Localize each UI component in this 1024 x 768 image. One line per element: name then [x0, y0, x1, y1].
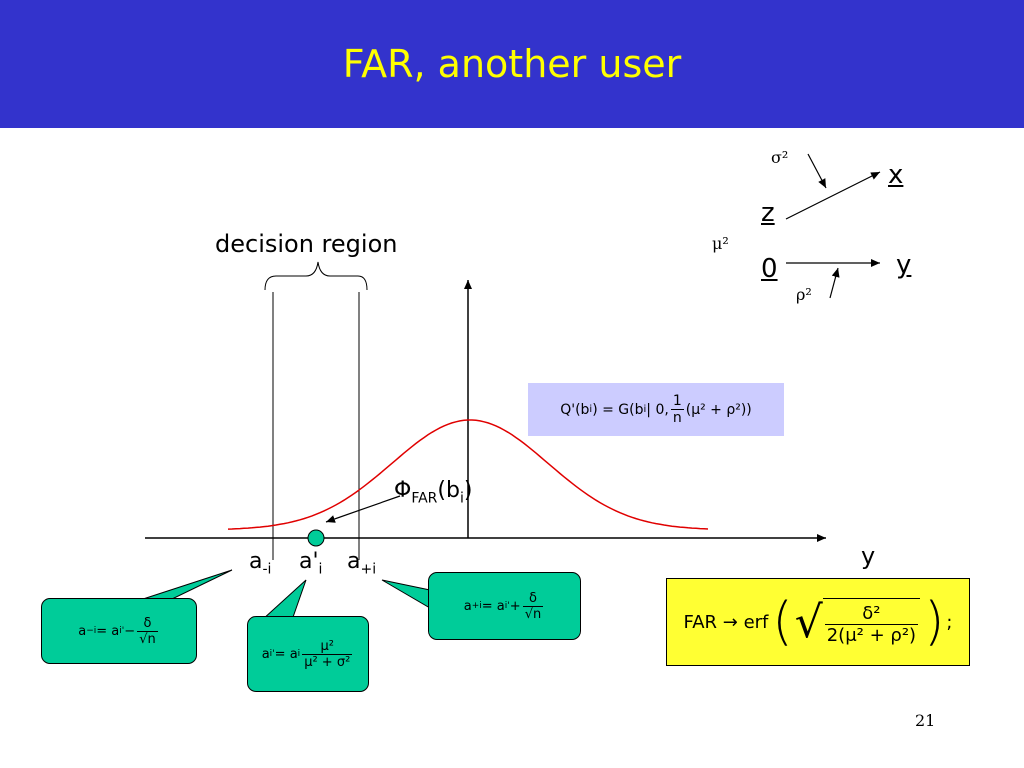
- a-minus-i-label: a-i: [249, 549, 271, 577]
- y-axis-label: y: [861, 542, 876, 570]
- br-num: δ: [522, 591, 544, 607]
- bl-eq-sub: i: [119, 626, 122, 636]
- q-num: 1: [670, 393, 684, 410]
- bl-lhs: a: [78, 623, 87, 639]
- bl-den: √n: [139, 631, 156, 647]
- br-fraction: δ√n: [522, 591, 544, 622]
- br-plus: +: [509, 598, 521, 614]
- bl-minus: −: [124, 623, 136, 639]
- bm-eq-sub: i: [297, 649, 301, 659]
- sigma-squared-label: σ²: [771, 148, 789, 167]
- far-right-paren: ): [924, 592, 945, 652]
- a-prime-dot: [307, 529, 325, 547]
- a-prime-sub: i: [318, 561, 323, 578]
- a-prime-base: a': [299, 549, 319, 574]
- far-end: ;: [946, 611, 953, 633]
- q-tail: (μ² + ρ²)): [685, 401, 752, 418]
- gaussian-curve: [227, 419, 709, 530]
- bm-num: μ²: [302, 639, 353, 655]
- br-eq-sup: ': [507, 601, 510, 611]
- far-den: 2(μ² + ρ²): [826, 625, 917, 646]
- bm-den: μ² + σ²: [304, 654, 351, 670]
- q-den: n: [672, 410, 682, 426]
- phi-arg-sub: i: [459, 490, 464, 507]
- bm-lhs-sub: i: [269, 649, 273, 659]
- phi-close: ): [463, 478, 473, 503]
- phi-sub: FAR: [411, 490, 438, 507]
- bubble-mid-tail: [260, 579, 307, 621]
- phi-arrow: [325, 495, 401, 523]
- sigma-arrow: [807, 153, 827, 189]
- page-number: 21: [915, 711, 936, 730]
- bl-lhs-sub: −i: [86, 626, 97, 636]
- phi-arg: (b: [437, 478, 460, 503]
- mu-squared-label: μ²: [712, 234, 729, 253]
- bubble-right-tail: [381, 579, 431, 609]
- slide-title: FAR, another user: [342, 42, 682, 86]
- bubble-left-tail: [139, 569, 233, 601]
- a-prime-i-label: a'i: [299, 549, 322, 577]
- q-lhs: Q'(b: [560, 401, 590, 418]
- a-minus-sub: -i: [262, 561, 272, 578]
- bl-num: δ: [137, 616, 158, 632]
- decision-region-label: decision region: [215, 230, 398, 258]
- far-left-paren: (: [772, 592, 793, 652]
- title-bar: [0, 0, 1024, 128]
- q-rest: | 0,: [646, 401, 669, 418]
- bm-lhs-sup: ': [272, 649, 275, 659]
- q-mid: ) = G(b: [592, 401, 644, 418]
- z-to-x-arrow: [785, 171, 881, 220]
- br-eq-sub: i: [504, 601, 508, 611]
- bm-eq: = a: [274, 646, 298, 662]
- rho-arrow: [829, 267, 840, 299]
- a-plus-base: a: [347, 549, 361, 574]
- bm-lhs: a: [261, 646, 270, 662]
- br-den: √n: [524, 606, 542, 622]
- far-sqrt-sign: √: [794, 596, 823, 648]
- q-mid-sub: i: [643, 404, 647, 415]
- br-lhs: a: [463, 598, 472, 614]
- bl-fraction: δ√n: [137, 616, 158, 647]
- phi-base: Φ: [394, 478, 412, 503]
- q-lhs-sub: i: [589, 404, 593, 415]
- zero-label: 0: [761, 254, 778, 284]
- a-plus-sub: +i: [360, 561, 377, 578]
- far-lhs: FAR → erf: [683, 611, 769, 633]
- phi-far-label: ΦFAR(bi): [394, 478, 472, 506]
- bl-eq: = a: [96, 623, 120, 639]
- a-minus-base: a: [249, 549, 263, 574]
- x-label: x: [888, 160, 904, 190]
- bl-eq-sup: ': [121, 626, 125, 636]
- rho-squared-label: ρ²: [796, 285, 812, 304]
- br-eq: = a: [481, 598, 505, 614]
- a-plus-i-label: a+i: [347, 549, 376, 577]
- far-num: δ²: [824, 603, 919, 625]
- z-label: z: [761, 198, 775, 228]
- br-lhs-sub: +i: [471, 601, 482, 611]
- y-top-label: y: [896, 250, 912, 280]
- decision-brace: [264, 261, 368, 291]
